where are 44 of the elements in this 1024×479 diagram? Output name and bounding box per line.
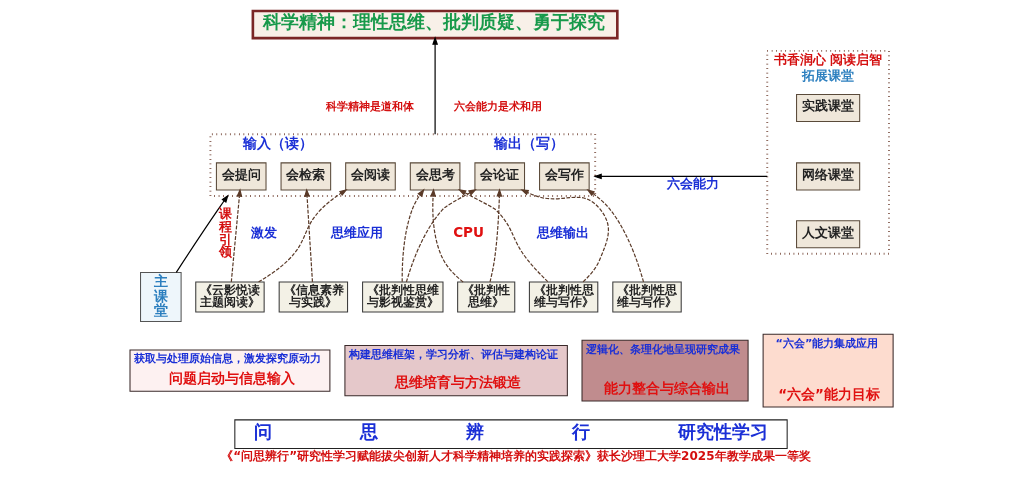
node-box: 构建思维框架，学习分析、评估与建构论证 思维培育与方法锻造 [343,344,568,397]
node-box: 问 思 辨 行 研究性学习 [233,419,788,449]
arrow [585,189,644,283]
arrow [519,189,609,283]
node-box: 主课堂 [139,272,182,322]
label: 激发 [250,224,277,240]
node-box: 《批判性思维》 [456,281,515,313]
node-box: “六会”能力集成应用 “六会”能力目标 [762,333,894,408]
arrow [175,194,229,273]
arrow [401,188,425,283]
node-box: 会检索 [280,162,331,191]
node-box: 会阅读 [344,162,396,191]
node-box: 实践课堂 [795,93,860,123]
edge-label: 课程引领 [218,206,232,260]
arrow [457,189,548,283]
arrow [303,188,313,283]
node-box: 会提问 [215,162,267,191]
node-box: 科学精神：理性思维、批判质疑、勇于探究 [251,9,619,40]
arrow [431,36,438,135]
node-box: 《信息素养与实践》 [278,281,348,313]
node-box: 会思考 [409,162,460,191]
label: 科学精神是道和体 [325,99,414,113]
node-box: 《云影悦读主题阅读》 [194,281,265,313]
label: 六会能力是术和用 [453,99,542,113]
node-box: 网络课堂 [795,162,860,191]
arrow [230,188,242,283]
node-box: 《批判性思维与写作》 [528,281,598,313]
arrow [592,173,768,180]
label: 思维输出 [536,224,589,240]
node-box: 人文课堂 [795,220,860,249]
node-box: 会写作 [538,162,590,191]
label: CPU [452,223,484,240]
arrow [429,188,464,283]
node-box: 《批判性思维与影视鉴赏》 [361,281,443,313]
arrow [488,188,502,283]
node-box: 《批判性思维与写作》 [611,281,682,313]
label: 思维应用 [330,224,383,240]
node-box: 获取与处理原始信息，激发探究原动力 问题启动与信息输入 [129,349,330,392]
arrow [405,189,477,283]
node-box: 会论证 [473,162,525,191]
node-box: 逻辑化、条理化地呈现研究成果 能力整合与综合输出 [581,339,749,402]
edge-label: 六会能力 [666,176,719,192]
caption: 《“问思辨行”研究性学习赋能拔尖创新人才科学精神培养的实践探索》获长沙理工大学2025年教学成果一等奖 [220,449,811,464]
arrow [257,189,348,283]
